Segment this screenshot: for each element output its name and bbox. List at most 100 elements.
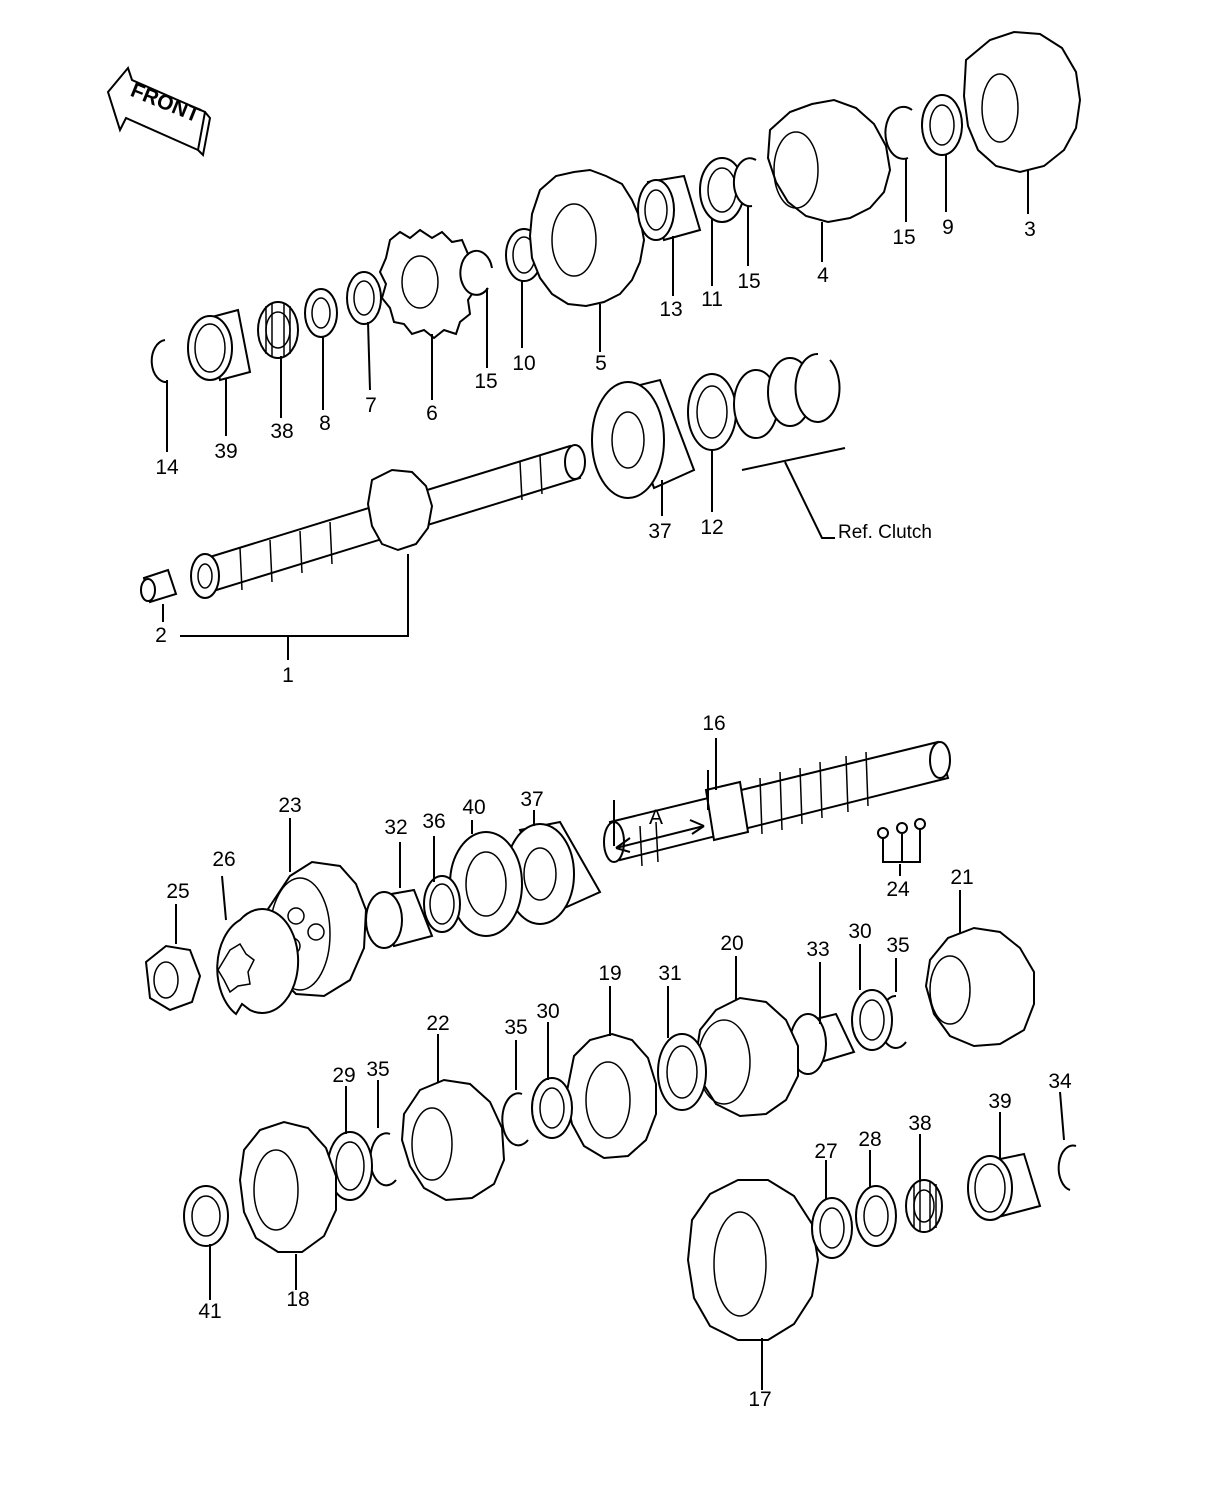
output-shaft-16 [603, 740, 951, 867]
label-2: 2 [155, 624, 167, 647]
label-34: 34 [1048, 1070, 1072, 1093]
label-37-upper: 37 [648, 520, 671, 543]
label-28: 28 [858, 1128, 881, 1151]
pin-2 [140, 568, 178, 604]
washer-28 [855, 1185, 897, 1247]
label-19: 19 [598, 962, 621, 985]
gear-5 [528, 168, 646, 308]
dimension-a-label: A [649, 806, 663, 829]
label-1: 1 [282, 664, 294, 687]
gear-18 [238, 1120, 337, 1253]
washer-30a [851, 989, 893, 1051]
label-37-lower: 37 [520, 788, 543, 811]
label-26: 26 [212, 848, 235, 871]
o-ring-36 [423, 875, 461, 933]
dimension-a: A [613, 770, 709, 853]
clutch-rings [733, 352, 841, 439]
upper-labels: 14 39 38 8 7 6 15 10 5 13 11 15 4 15 9 3… [155, 216, 1036, 687]
label-31: 31 [658, 962, 681, 985]
label-35a: 35 [886, 934, 909, 957]
label-10: 10 [512, 352, 535, 375]
label-24: 24 [886, 878, 910, 901]
label-9: 9 [942, 216, 954, 239]
label-21: 21 [950, 866, 973, 889]
collar-32 [365, 888, 434, 949]
label-12: 12 [700, 516, 723, 539]
label-36: 36 [422, 810, 445, 833]
washer-7 [346, 271, 382, 325]
gear-20 [694, 996, 799, 1118]
label-23: 23 [278, 794, 301, 817]
label-27: 27 [814, 1140, 837, 1163]
needle-bearing-38-lower [905, 1179, 943, 1233]
label-13: 13 [659, 298, 682, 321]
bearing-37 [591, 378, 696, 499]
washer-30b [531, 1077, 573, 1139]
label-39-lower: 39 [988, 1090, 1011, 1113]
label-40: 40 [462, 796, 485, 819]
bushing-33 [789, 1012, 856, 1075]
bushing-13 [637, 174, 702, 242]
label-17: 17 [748, 1388, 771, 1411]
gear-22 [400, 1078, 506, 1202]
label-7: 7 [365, 394, 377, 417]
gear-19 [564, 1032, 657, 1160]
label-39: 39 [214, 440, 237, 463]
label-15a: 15 [474, 370, 497, 393]
label-14: 14 [155, 456, 179, 479]
lower-labels: 16 23 40 37 32 36 26 25 24 21 35 30 33 2… [166, 712, 1072, 1411]
bushing-39-lower [967, 1152, 1042, 1221]
label-20: 20 [720, 932, 743, 955]
label-8: 8 [319, 412, 331, 435]
collar-12 [687, 373, 737, 451]
label-15c: 15 [892, 226, 915, 249]
label-38: 38 [270, 420, 293, 443]
front-arrow: FRONT [106, 65, 212, 158]
label-30b: 30 [536, 1000, 559, 1023]
bushing-39 [187, 308, 252, 382]
mainshaft-1 [190, 444, 586, 599]
label-5: 5 [595, 352, 607, 375]
label-15b: 15 [737, 270, 760, 293]
lock-washer-26 [216, 908, 300, 1016]
circlip-14 [150, 339, 169, 384]
circlip-15c [884, 105, 913, 160]
gear-21 [924, 926, 1035, 1048]
label-16: 16 [702, 712, 725, 735]
label-11: 11 [701, 288, 723, 311]
label-4: 4 [817, 264, 829, 287]
label-6: 6 [426, 402, 438, 425]
label-38-lower: 38 [908, 1112, 931, 1135]
bearing-37-lower [505, 820, 602, 925]
nut-25 [144, 944, 202, 1012]
label-33: 33 [806, 938, 829, 961]
label-29: 29 [332, 1064, 355, 1087]
label-30a: 30 [848, 920, 871, 943]
washer-8 [304, 288, 338, 338]
upper-leaders [162, 154, 1029, 660]
circlip-15b [732, 157, 757, 208]
label-18: 18 [286, 1288, 309, 1311]
circlip-35c [369, 1132, 397, 1187]
label-3: 3 [1024, 218, 1036, 241]
label-35c: 35 [366, 1058, 389, 1081]
gear-17 [686, 1179, 820, 1341]
label-22: 22 [426, 1012, 449, 1035]
lower-leaders [175, 738, 1065, 1390]
circlip-15a [459, 249, 493, 296]
ref-clutch-note: Ref. Clutch [838, 522, 932, 543]
lower-assembly: A [144, 740, 1077, 1341]
seal-40 [449, 831, 523, 937]
washer-27 [811, 1197, 853, 1259]
washer-9 [921, 94, 963, 156]
gear-6 [378, 228, 478, 340]
label-32: 32 [384, 816, 407, 839]
gear-3 [962, 30, 1082, 174]
circlip-35b [501, 1092, 529, 1147]
circlip-34 [1057, 1144, 1077, 1191]
gear-4 [766, 98, 892, 224]
label-25: 25 [166, 880, 189, 903]
washer-31 [657, 1033, 707, 1111]
label-41: 41 [198, 1300, 221, 1323]
